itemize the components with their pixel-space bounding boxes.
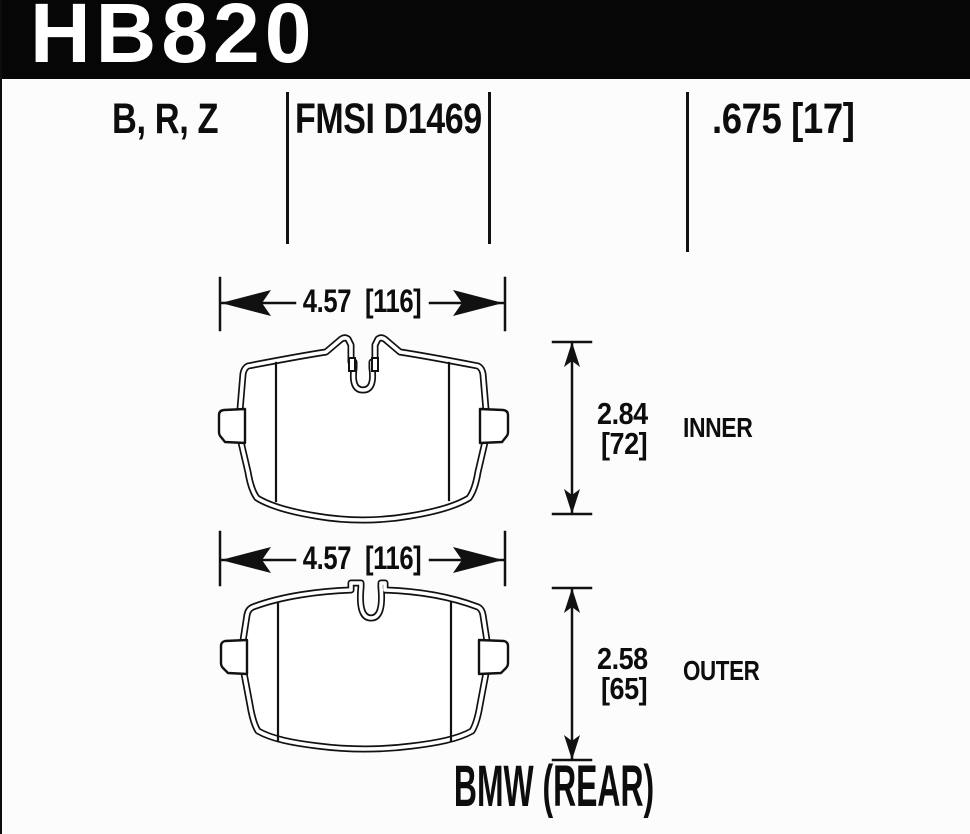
right-ear-tab: [478, 407, 510, 445]
right-ear-tab: [477, 638, 510, 676]
inner-height-mm: [72]: [601, 426, 648, 461]
inner-width-value: 4.57 [116]: [215, 285, 510, 317]
arrow-left-icon: [221, 290, 271, 316]
arrow-right-icon: [453, 547, 503, 573]
thickness-label: .675 [17]: [712, 98, 880, 141]
divider-line-3: [686, 92, 689, 252]
notch-clip-right: [371, 357, 379, 372]
arrow-down-icon: [564, 489, 580, 514]
arrow-up-icon: [564, 588, 580, 613]
application-label: BMW (REAR): [372, 758, 654, 816]
outer-width-dimension: [218, 530, 507, 587]
inner-width-text: 4.57 [116]: [303, 283, 422, 319]
outer-height-mm: [65]: [601, 671, 648, 706]
friction-edge-lines: [276, 601, 453, 743]
friction-material-outline: [241, 581, 489, 751]
inner-width-dimension: [218, 276, 507, 332]
page-left-edge: [0, 0, 2, 834]
friction-edge-lines: [274, 361, 451, 503]
inner-height-in: 2.84: [597, 396, 648, 431]
divider-line-2: [488, 92, 491, 244]
outer-pad-drawing: [219, 579, 510, 753]
outer-height-in: 2.58: [597, 641, 648, 676]
arrow-right-icon: [453, 290, 503, 316]
arrow-left-icon: [221, 547, 271, 573]
compounds-label: B, R, Z: [112, 98, 245, 141]
part-number: HB820: [30, 0, 317, 80]
fmsi-label: FMSI D1469: [295, 98, 531, 141]
outer-width-text: 4.57 [116]: [303, 540, 422, 576]
outer-height-dimension: [551, 586, 593, 762]
inner-pad-label: INNER: [683, 412, 753, 443]
inner-pad-drawing: [217, 334, 510, 524]
divider-line-1: [286, 92, 289, 244]
outer-pad-label: OUTER: [683, 655, 760, 686]
thickness-text: .675 [17]: [712, 95, 855, 143]
arrow-up-icon: [564, 342, 580, 367]
left-ear-tab: [219, 638, 249, 676]
inner-height-dimension: [551, 340, 593, 516]
left-ear-tab: [217, 407, 247, 445]
header-bar: HB820: [0, 0, 970, 79]
arrow-down-icon: [564, 735, 580, 760]
width-extension-ticks: [218, 530, 507, 587]
outer-width-value: 4.57 [116]: [215, 542, 510, 574]
fmsi-text: FMSI D1469: [295, 95, 482, 143]
notch-clip-left: [348, 357, 356, 372]
compounds-text: B, R, Z: [112, 95, 219, 143]
application-text: BMW (REAR): [453, 754, 655, 819]
